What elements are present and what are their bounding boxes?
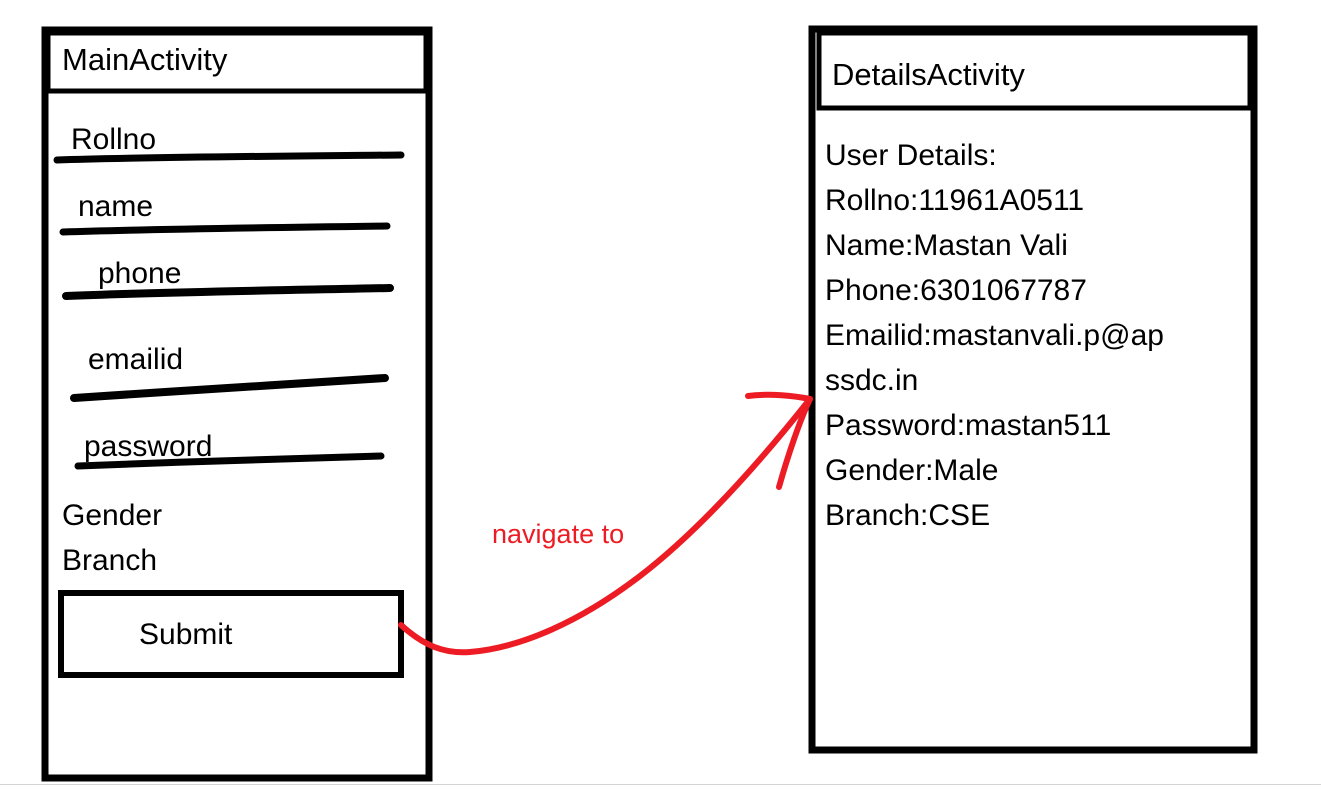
detail-line-password: Password:mastan511 (825, 409, 1112, 442)
name-underline (59, 222, 391, 236)
field-label-gender: Gender (62, 499, 163, 532)
field-label-phone: phone (98, 257, 182, 290)
field-label-branch: Branch (62, 544, 158, 577)
navigate-arrow-head-lower (776, 396, 813, 490)
submit-button-label[interactable]: Submit (139, 618, 233, 651)
navigate-arrow-label: navigate to (492, 519, 625, 549)
detail-line-emailid: Emailid:mastanvali.p@ap (825, 319, 1164, 352)
detail-line-branch: Branch:CSE (825, 499, 991, 532)
field-label-name: name (78, 190, 154, 223)
detail-line-name: Name:Mastan Vali (825, 229, 1068, 262)
detail-line-phone: Phone:6301067787 (825, 274, 1087, 307)
details-activity-title: DetailsActivity (832, 57, 1025, 92)
detail-line-rollno: Rollno:11961A0511 (825, 184, 1085, 217)
field-label-password: password (84, 430, 213, 463)
field-label-rollno: Rollno (71, 123, 157, 156)
emailid-underline (70, 374, 389, 402)
page-bottom-rule (0, 784, 1321, 785)
navigate-arrow-head-upper (745, 391, 813, 402)
detail-line-user-details: User Details: (825, 139, 997, 172)
detail-line-emailid-wrap: ssdc.in (825, 364, 919, 397)
field-label-emailid: emailid (88, 343, 184, 376)
detail-line-gender: Gender:Male (825, 454, 999, 487)
main-activity-title: MainActivity (62, 42, 228, 77)
